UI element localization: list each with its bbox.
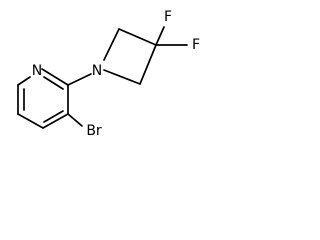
- bond-cf-cb: [139, 44, 157, 85]
- bond-n-c2: [41, 68, 69, 86]
- bond-c2-n-azetidine: [67, 73, 92, 86]
- chemical-structure-diagram: N N F F Br: [17, 9, 200, 139]
- inner-bond-c3-c4: [43, 110, 64, 123]
- inner-bond-c2-n: [43, 76, 64, 90]
- pyridine-ring: [17, 68, 69, 129]
- substituent-bonds: [67, 26, 188, 127]
- bond-ca-cf: [118, 28, 157, 46]
- atom-label-f-right: F: [192, 37, 200, 53]
- bond-n-ca: [103, 28, 120, 61]
- atom-label-br: Br: [86, 123, 102, 139]
- bond-c6-n: [17, 76, 31, 86]
- atom-label-n-azetidine: N: [92, 63, 102, 79]
- bond-c3-c4: [42, 113, 69, 129]
- bond-c3-br: [67, 113, 83, 127]
- bond-c4-c5: [17, 113, 44, 129]
- bond-cf-f-upper: [155, 26, 165, 46]
- atom-label-n-pyridine: N: [32, 63, 42, 79]
- atom-label-f-upper: F: [164, 9, 172, 25]
- azetidine-ring: [67, 28, 157, 86]
- bond-cb-n: [103, 69, 141, 85]
